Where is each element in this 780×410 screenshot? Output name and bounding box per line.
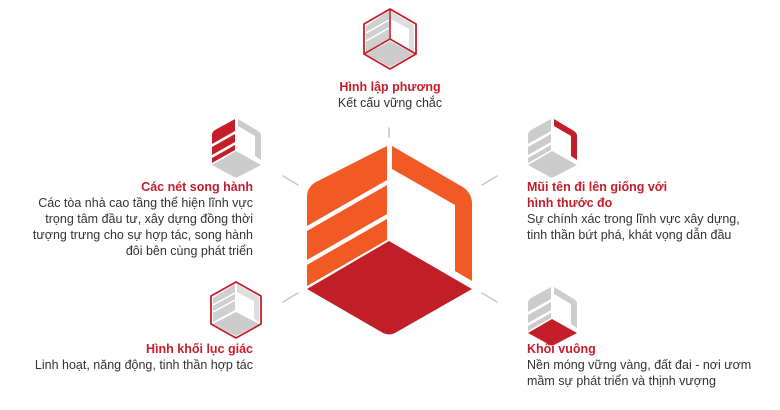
item-title-lower-left: Hình khối lục giác	[146, 342, 253, 356]
desc-line: Nền móng vững vàng, đất đai - nơi ươm	[527, 358, 752, 372]
desc-line: Các tòa nhà cao tầng thể hiện lĩnh vực	[38, 196, 253, 210]
item-desc-upper-left: Các tòa nhà cao tầng thể hiện lĩnh vực t…	[10, 195, 253, 259]
right-arrow-arm	[392, 146, 472, 281]
item-title-upper-right: Mũi tên đi lên giống với hình thước đo	[527, 179, 767, 211]
icon-square-block	[528, 287, 577, 346]
connector-upper-left	[282, 175, 299, 186]
desc-line: tinh thần bứt phá, khát vọng dẫn đầu	[527, 228, 732, 242]
item-desc-lower-right: Nền móng vững vàng, đất đai - nơi ươm mầ…	[527, 357, 777, 389]
desc-line: trọng tâm đầu tư, xây dựng đồng thời	[45, 212, 253, 226]
title-line: hình thước đo	[527, 196, 613, 210]
connector-lower-left	[282, 292, 299, 303]
desc-line: đôi bên cùng phát triển	[125, 244, 253, 258]
item-title-lower-right: Khối vuông	[527, 342, 596, 356]
connector-lines	[282, 127, 498, 303]
icon-hexagon-block	[210, 281, 262, 339]
icon-upward-arrow	[528, 119, 577, 178]
bottom-rhombus	[307, 241, 472, 335]
icon-parallel-lines	[212, 119, 261, 178]
icon-hexagon-outline-top	[363, 8, 417, 70]
left-stripe-2	[307, 185, 387, 260]
item-title-top: Hình lập phương	[339, 80, 441, 94]
connector-lower-right	[481, 292, 498, 303]
item-desc-upper-right: Sự chính xác trong lĩnh vực xây dựng, ti…	[527, 211, 777, 243]
desc-line: tượng trưng cho sự hợp tác, song hành	[32, 228, 253, 242]
left-stripe-1	[307, 146, 387, 226]
desc-line: Sự chính xác trong lĩnh vực xây dựng,	[527, 212, 740, 226]
item-title-upper-left: Các nét song hành	[141, 180, 253, 194]
item-desc-lower-left: Linh hoạt, năng động, tinh thần hợp tác	[34, 358, 253, 372]
connector-upper-right	[481, 175, 498, 186]
item-desc-top: Kết cấu vững chắc	[337, 96, 443, 110]
title-line: Mũi tên đi lên giống với	[527, 180, 668, 194]
desc-line: mầm sự phát triển và thịnh vượng	[527, 374, 716, 388]
